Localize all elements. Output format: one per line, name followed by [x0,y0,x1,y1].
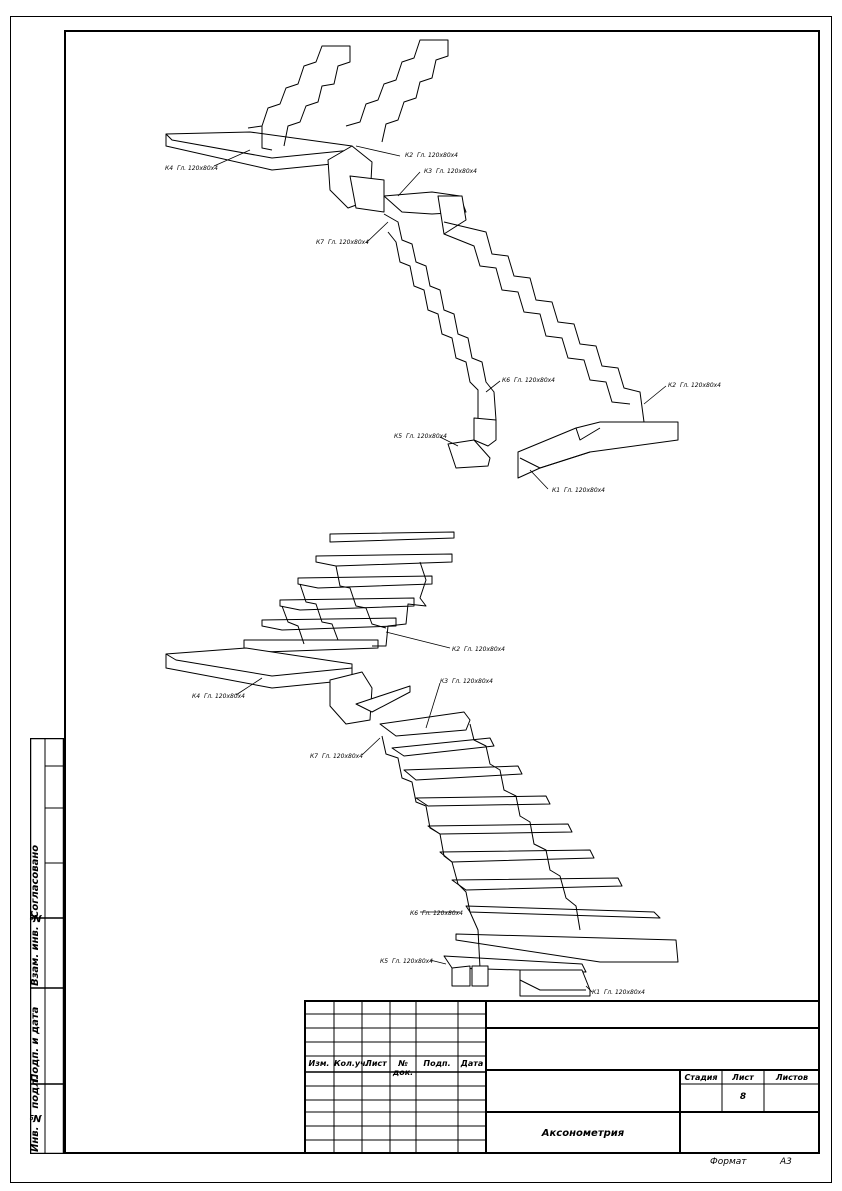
callout-label: К7 [316,239,324,246]
header-doc-no: № док. [392,1059,414,1077]
drawing-title: Аксонометрия [541,1128,625,1139]
header-sheet: Лист [365,1059,387,1068]
callout-label: Гл. 120х80х4 [452,678,493,685]
callout-label: К5 [380,958,388,965]
sheets-label: Листов [775,1073,809,1082]
sheet-number: 8 [739,1092,747,1102]
callout-label: К1 [592,989,600,996]
callout-label: К4 [165,165,173,172]
callout-label: Гл. 120х80х4 [204,693,245,700]
callout-label: Гл. 120х80х4 [417,152,458,159]
callout-label: К3 [440,678,448,685]
title-block: Изм. Кол.уч. Лист № док. Подп. Дата Стад… [304,1000,820,1154]
callout-label: Гл. 120х80х4 [328,239,369,246]
left-strip-grid [30,738,64,1154]
callout-label: Гл. 120х80х4 [680,382,721,389]
callout-label: Гл. 120х80х4 [564,487,605,494]
callout-label: Гл. 120х80х4 [604,989,645,996]
callout-label: К2 [668,382,676,389]
format-label: Формат [710,1157,747,1167]
header-change: Изм. [308,1059,330,1068]
format-value: А3 [780,1157,792,1167]
header-qty: Кол.уч. [334,1059,369,1068]
callout-label: Гл. 120х80х4 [464,646,505,653]
header-sign: Подп. [423,1059,451,1068]
callout-label: К5 [394,433,402,440]
sheet-border [10,16,832,1183]
callout-label: К2 [452,646,460,653]
callout-label: К1 [552,487,560,494]
callout-label: К6 [502,377,510,384]
sheet-label: Лист [732,1073,754,1082]
callout-label: Гл. 120х80х4 [436,168,477,175]
left-strip: Согласовано Взам. инв. № Подп. и дата Ин… [30,738,64,1154]
callout-label: К6 [410,910,418,917]
callout-label: Гл. 120х80х4 [177,165,218,172]
callout-label: Гл. 120х80х4 [514,377,555,384]
callout-label: Гл. 120х80х4 [422,910,463,917]
callout-label: К2 [405,152,413,159]
stage-label: Стадия [684,1073,718,1082]
callout-label: К4 [192,693,200,700]
callout-label: Гл. 120х80х4 [406,433,447,440]
callout-label: Гл. 120х80х4 [392,958,433,965]
header-date: Дата [460,1059,484,1068]
callouts-bottom: К2 Гл. 120х80х4 К3 Гл. 120х80х4 К4 Гл. 1… [192,646,645,996]
callouts-top: К4 Гл. 120х80х4 К2 Гл. 120х80х4 К3 Гл. 1… [165,152,721,494]
title-block-grid [304,1000,820,1154]
callout-label: К7 [310,753,318,760]
lower-landing [165,647,353,689]
callout-label: К3 [424,168,432,175]
callout-label: Гл. 120х80х4 [322,753,363,760]
